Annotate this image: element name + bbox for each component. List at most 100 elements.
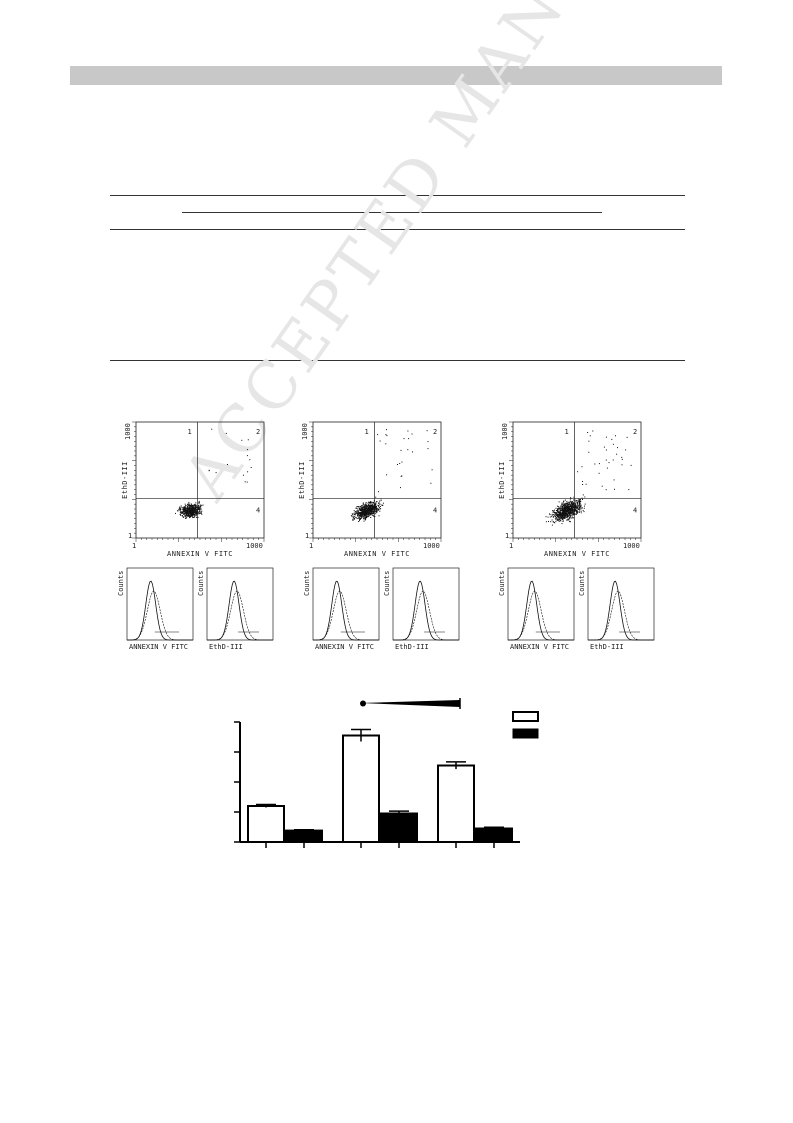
event-dot: [377, 504, 379, 506]
event-dot: [575, 502, 577, 504]
event-dot: [561, 506, 563, 508]
event-dot: [368, 501, 370, 503]
event-dot: [184, 512, 186, 513]
event-dot: [386, 474, 388, 476]
event-dot: [373, 503, 375, 505]
event-dot: [180, 505, 182, 507]
event-dot: [582, 494, 584, 496]
event-dot: [189, 506, 191, 508]
event-dot: [359, 510, 361, 512]
event-dot: [584, 503, 586, 505]
event-dot: [575, 506, 577, 508]
event-dot: [374, 506, 376, 507]
event-dot: [183, 513, 185, 515]
event-dot: [567, 510, 568, 512]
event-dot: [576, 509, 578, 511]
event-dot: [370, 513, 371, 515]
event-dot: [227, 464, 228, 465]
event-dot: [357, 514, 358, 516]
event-dot: [359, 508, 360, 510]
event-dot: [581, 466, 583, 468]
event-dot: [556, 518, 558, 520]
event-dot: [372, 513, 374, 514]
event-dot: [194, 511, 196, 513]
event-dot: [570, 504, 572, 506]
event-dot: [199, 512, 201, 514]
event-dot: [196, 514, 198, 516]
event-dot: [373, 515, 375, 517]
event-dot: [367, 515, 369, 517]
event-dot: [355, 513, 356, 515]
event-dot: [366, 517, 368, 519]
event-dot: [574, 505, 576, 507]
event-dot: [580, 510, 582, 512]
event-dot: [561, 504, 563, 506]
event-dot: [568, 507, 569, 509]
event-dot: [185, 512, 187, 513]
event-dot: [366, 515, 367, 517]
event-dot: [569, 509, 571, 511]
event-dot: [363, 511, 365, 513]
event-dot: [246, 455, 248, 457]
event-dot: [185, 506, 187, 508]
event-dot: [198, 503, 200, 505]
event-dot: [241, 439, 243, 441]
event-dot: [192, 514, 194, 516]
event-dot: [379, 507, 380, 509]
event-dot: [197, 509, 199, 511]
event-dot: [194, 505, 196, 506]
event-dot: [580, 512, 582, 514]
event-dot: [199, 508, 201, 510]
event-dot: [193, 509, 194, 511]
event-dot: [567, 509, 569, 511]
event-dot: [363, 505, 365, 507]
event-dot: [569, 509, 570, 510]
event-dot: [192, 514, 194, 516]
event-dot: [563, 508, 565, 510]
event-dot: [194, 503, 196, 505]
event-dot: [195, 514, 197, 516]
event-dot: [366, 512, 368, 514]
event-dot: [186, 511, 188, 513]
event-dot: [568, 502, 570, 504]
event-dot: [563, 512, 564, 514]
event-dot: [574, 513, 576, 515]
event-dot: [353, 512, 355, 514]
event-dot: [184, 508, 186, 510]
event-dot: [559, 507, 561, 509]
event-dot: [368, 507, 370, 509]
event-dot: [359, 515, 361, 517]
event-dot: [378, 502, 380, 504]
event-dot: [555, 512, 557, 513]
event-dot: [568, 501, 570, 503]
event-dot: [411, 433, 413, 435]
event-dot: [559, 513, 561, 515]
x-tick-label-min: 1: [509, 542, 513, 550]
event-dot: [371, 511, 373, 513]
event-dot: [576, 512, 578, 514]
event-dot: [186, 512, 188, 513]
event-dot: [185, 505, 187, 507]
event-dot: [574, 499, 576, 501]
event-dot: [197, 511, 199, 513]
event-dot: [574, 508, 576, 510]
event-dot: [200, 508, 202, 510]
event-dot: [567, 508, 569, 510]
event-dot: [574, 510, 576, 512]
event-dot: [357, 510, 359, 512]
event-dot: [195, 505, 197, 507]
event-dot: [563, 513, 565, 515]
event-dot: [553, 514, 555, 516]
event-dot: [564, 502, 566, 504]
event-dot: [360, 515, 361, 517]
event-dot: [211, 428, 213, 430]
quadrant-label: 4: [433, 507, 437, 515]
event-dot: [570, 501, 572, 502]
event-dot: [561, 516, 562, 518]
event-dot: [571, 508, 573, 510]
event-dot: [407, 449, 409, 451]
event-dot: [358, 518, 360, 519]
histogram-curve-treated: [313, 590, 379, 641]
event-dot: [368, 511, 370, 513]
quadrant-label: 2: [633, 428, 637, 436]
